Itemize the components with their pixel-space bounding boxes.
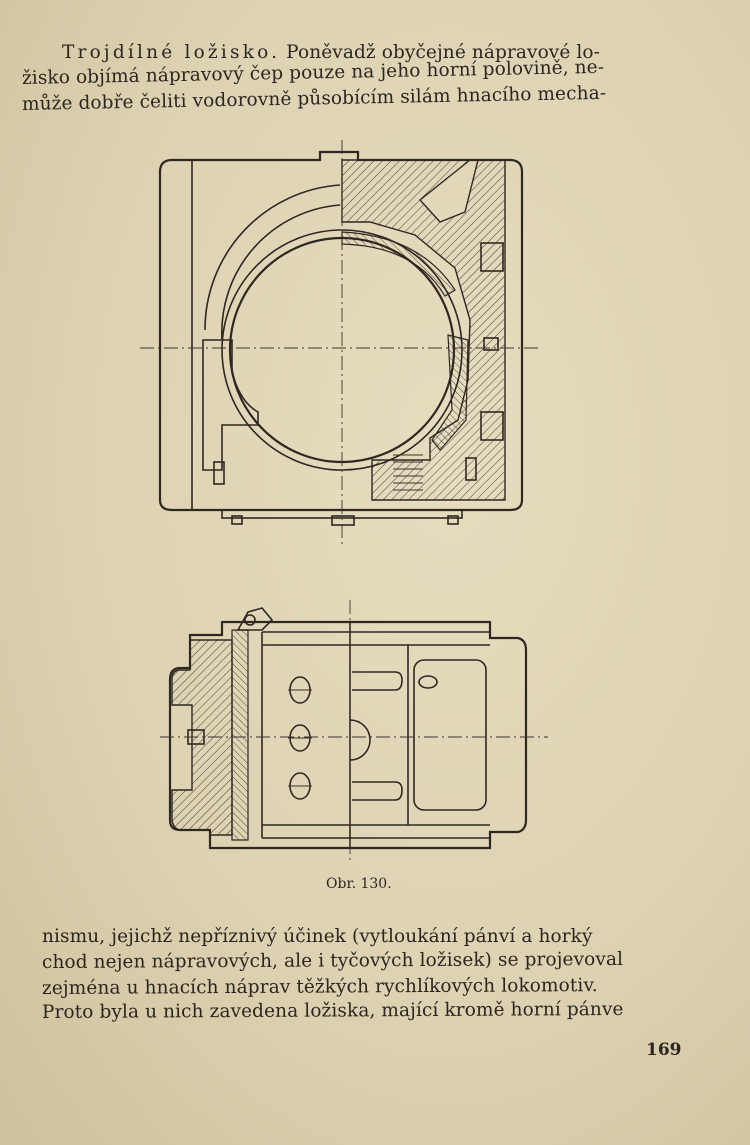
figure-caption: Obr. 130. (326, 876, 392, 892)
paragraph-bottom-line-2: chod nejen nápravových, ale i tyčových l… (41, 948, 624, 973)
bolt-holes (288, 676, 312, 800)
paragraph-bottom-line-1: nismu, jejichž nepříznivý účinek (vytlou… (42, 926, 593, 947)
page-number: 169 (646, 1040, 682, 1060)
paragraph-top-line-1: Trojdílné ložisko. Poněvadž obyčejné náp… (62, 42, 600, 63)
paragraph-top-line-1-rest: Poněvadž obyčejné nápravové lo- (280, 42, 600, 63)
paragraph-bottom-line-3: zejména u hnacích náprav těžkých rychlík… (41, 975, 598, 999)
section-term: Trojdílné ložisko. (62, 42, 281, 63)
paragraph-bottom-line-4: Proto byla u nich zavedena ložiska, mají… (41, 998, 624, 1023)
bearing-side-view (160, 600, 548, 862)
spring-icon (393, 454, 423, 491)
bearing-cross-section-view (140, 140, 540, 545)
